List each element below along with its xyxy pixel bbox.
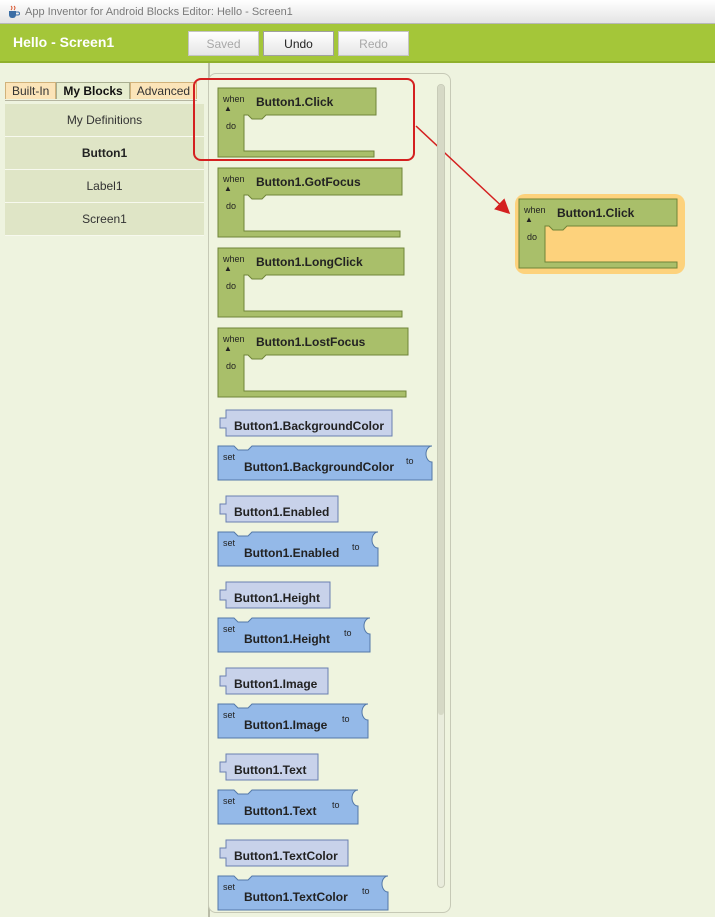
when-label: when: [223, 254, 245, 264]
palette-tabs: Built-In My Blocks Advanced: [5, 82, 198, 101]
nav-item-my-definitions[interactable]: My Definitions: [5, 104, 204, 137]
getter-label: Button1.Height: [234, 591, 320, 605]
set-label: set: [223, 710, 236, 720]
workspace-block-label: Button1.Click: [557, 206, 635, 220]
do-label: do: [226, 361, 237, 371]
toolbar: Hello - Screen1 Saved Undo Redo: [0, 24, 715, 63]
setter-label: Button1.BackgroundColor: [244, 460, 394, 474]
getter-label: Button1.TextColor: [234, 849, 338, 863]
do-label: do: [226, 201, 237, 211]
to-label: to: [344, 628, 352, 638]
nav-item-label1[interactable]: Label1: [5, 170, 204, 203]
when-label: when: [524, 205, 546, 215]
collapse-triangle-icon[interactable]: ▲: [224, 104, 232, 113]
to-label: to: [352, 542, 360, 552]
getter-label: Button1.Image: [234, 677, 318, 691]
block-drawer: [208, 73, 451, 913]
java-cup-icon: [6, 5, 20, 19]
collapse-triangle-icon[interactable]: ▲: [224, 184, 232, 193]
when-label: when: [223, 94, 245, 104]
set-label: set: [223, 452, 236, 462]
palette-panel: Built-In My Blocks Advanced My Definitio…: [0, 63, 205, 917]
nav-item-screen1[interactable]: Screen1: [5, 203, 204, 236]
getter-label: Button1.Enabled: [234, 505, 330, 519]
tab-my-blocks[interactable]: My Blocks: [56, 82, 130, 99]
scrollbar-thumb[interactable]: [438, 85, 444, 715]
undo-button[interactable]: Undo: [263, 31, 334, 56]
to-label: to: [342, 714, 350, 724]
block-label: Button1.GotFocus: [256, 175, 361, 189]
app-title: Hello - Screen1: [13, 34, 115, 50]
set-label: set: [223, 538, 236, 548]
setter-label: Button1.Height: [244, 632, 330, 646]
drawer-scrollbar[interactable]: [437, 84, 445, 888]
getter-label: Button1.Text: [234, 763, 307, 777]
do-label: do: [527, 232, 538, 242]
window-title-bar: App Inventor for Android Blocks Editor: …: [0, 0, 715, 24]
component-list: My Definitions Button1 Label1 Screen1: [5, 104, 204, 236]
block-label: Button1.Click: [256, 95, 334, 109]
tab-advanced[interactable]: Advanced: [129, 82, 198, 99]
to-label: to: [406, 456, 414, 466]
setter-label: Button1.TextColor: [244, 890, 348, 904]
collapse-triangle-icon[interactable]: ▲: [224, 344, 232, 353]
collapse-triangle-icon[interactable]: ▲: [224, 264, 232, 273]
do-label: do: [226, 121, 237, 131]
set-label: set: [223, 882, 236, 892]
getter-label: Button1.BackgroundColor: [234, 419, 384, 433]
setter-label: Button1.Image: [244, 718, 328, 732]
collapse-triangle-icon[interactable]: ▲: [525, 215, 533, 224]
when-label: when: [223, 334, 245, 344]
do-label: do: [226, 281, 237, 291]
block-label: Button1.LostFocus: [256, 335, 366, 349]
block-label: Button1.LongClick: [256, 255, 363, 269]
to-label: to: [362, 886, 370, 896]
set-label: set: [223, 624, 236, 634]
when-label: when: [223, 174, 245, 184]
setter-label: Button1.Text: [244, 804, 317, 818]
redo-button[interactable]: Redo: [338, 31, 409, 56]
saved-button[interactable]: Saved: [188, 31, 259, 56]
set-label: set: [223, 796, 236, 806]
selection-highlight: [193, 78, 415, 161]
to-label: to: [332, 800, 340, 810]
tab-built-in[interactable]: Built-In: [5, 82, 57, 99]
window-title: App Inventor for Android Blocks Editor: …: [25, 5, 293, 18]
setter-label: Button1.Enabled: [244, 546, 340, 560]
nav-item-button1[interactable]: Button1: [5, 137, 204, 170]
